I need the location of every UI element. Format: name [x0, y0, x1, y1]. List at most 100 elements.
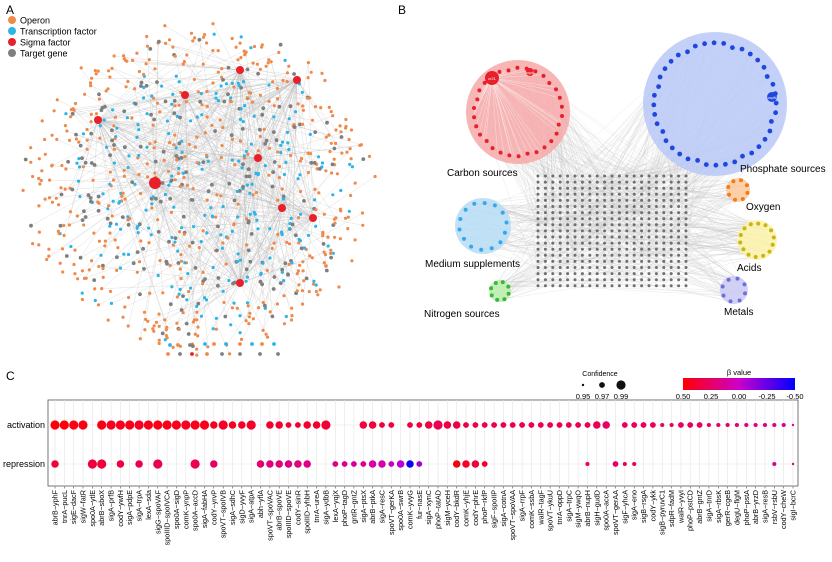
target-gene-node: [551, 192, 555, 196]
network-b-edge: [560, 255, 764, 286]
network-a-node: [157, 341, 161, 346]
activation-point: [452, 421, 461, 429]
network-a-node: [322, 261, 326, 265]
target-gene-node: [684, 241, 688, 245]
network-a-node: [112, 124, 116, 128]
network-a-node: [230, 36, 234, 41]
network-a-edge: [184, 94, 292, 309]
target-gene-node: [610, 266, 614, 269]
network-a-node: [108, 231, 112, 235]
target-gene-node: [558, 259, 562, 263]
network-b-edge: [641, 181, 746, 294]
network-b-edge: [582, 185, 748, 195]
x-tick-label: gntR−gntZ: [349, 489, 358, 523]
network-a-node: [258, 134, 262, 139]
network-a-edge: [190, 79, 298, 289]
carbon-inner-edge: [491, 77, 560, 99]
x-tick-label: sigA−fabHA: [200, 490, 209, 528]
network-a-node: [148, 291, 152, 295]
network-a-node: [214, 316, 218, 320]
network-b-edge: [537, 256, 756, 280]
network-a-node: [282, 172, 287, 177]
target-gene-node: [632, 205, 636, 208]
network-a-node: [78, 165, 82, 169]
network-a-node: [250, 182, 254, 186]
network-a-node: [165, 119, 169, 123]
condition-node: [662, 66, 668, 72]
target-gene-node: [543, 174, 547, 178]
network-a-node: [77, 157, 81, 161]
network-a-node: [314, 208, 318, 212]
panel-c-letter: C: [6, 369, 15, 383]
activation-point: [312, 421, 321, 429]
target-gene-node: [662, 266, 666, 269]
carbon-inner-edge: [491, 77, 555, 87]
target-gene-node: [684, 247, 688, 251]
network-a-node: [301, 104, 305, 108]
target-gene-node: [580, 259, 584, 263]
network-a-node: [158, 199, 163, 204]
network-a-node: [226, 92, 230, 97]
network-b-edge: [671, 200, 759, 224]
network-a-edge: [154, 182, 199, 328]
network-a-node: [246, 304, 250, 308]
network-b-edge: [678, 194, 741, 243]
network-a-node: [173, 236, 178, 241]
network-a-node: [138, 292, 142, 297]
target-gene-node: [654, 278, 658, 282]
panel-a-letter: A: [6, 3, 14, 17]
network-a-node: [153, 67, 157, 71]
network-a-node: [287, 64, 291, 68]
target-gene-node: [595, 247, 599, 251]
network-a-edge: [203, 63, 298, 81]
network-a-node: [256, 306, 261, 310]
network-a-node: [60, 163, 64, 168]
network-a-node: [65, 129, 69, 133]
network-a-node: [81, 165, 85, 169]
network-a-edge: [262, 207, 283, 331]
activation-point: [275, 421, 283, 429]
repression-point: [772, 461, 777, 467]
x-tick-label: sigD−yvyF: [237, 489, 246, 523]
network-a-edge: [162, 69, 241, 334]
network-a-node: [258, 127, 262, 132]
target-gene-node: [558, 284, 562, 288]
network-a-node: [373, 174, 377, 179]
repression-point: [97, 459, 107, 469]
condition-node: [723, 161, 728, 167]
network-a-node: [157, 39, 161, 44]
network-a-node: [226, 65, 231, 70]
target-gene-node: [573, 259, 577, 263]
condition-group-circle: [643, 32, 787, 176]
target-gene-node: [573, 272, 577, 276]
target-gene-node: [603, 253, 607, 257]
target-gene-node: [625, 235, 629, 239]
network-a-node: [174, 146, 178, 150]
network-a-edge: [97, 119, 248, 155]
condition-node: [730, 45, 735, 50]
target-gene-node: [536, 278, 540, 282]
network-a-node: [260, 45, 264, 49]
network-a-node: [43, 137, 47, 142]
network-a-node: [193, 145, 197, 149]
network-a-edge: [281, 207, 303, 291]
condition-node: [554, 131, 559, 136]
network-a-node: [205, 104, 209, 108]
activation-point: [537, 422, 544, 428]
network-a-node: [136, 224, 140, 228]
network-b-edge: [552, 224, 745, 229]
target-gene-node: [617, 266, 621, 269]
network-a-node: [300, 289, 305, 293]
network-a-node: [244, 149, 248, 153]
activation-point: [246, 420, 256, 430]
x-tick-label: spo0A−ytlE: [88, 490, 97, 527]
network-a-edge: [91, 114, 314, 219]
network-a-edge: [51, 69, 241, 167]
network-a-node: [247, 174, 252, 179]
network-a-node: [313, 130, 318, 135]
target-gene-node: [595, 217, 599, 221]
x-tick-label: sigA−xynC: [424, 490, 433, 525]
target-gene-node: [566, 192, 570, 196]
network-a-node: [240, 126, 245, 131]
network-a-node: [215, 193, 219, 197]
